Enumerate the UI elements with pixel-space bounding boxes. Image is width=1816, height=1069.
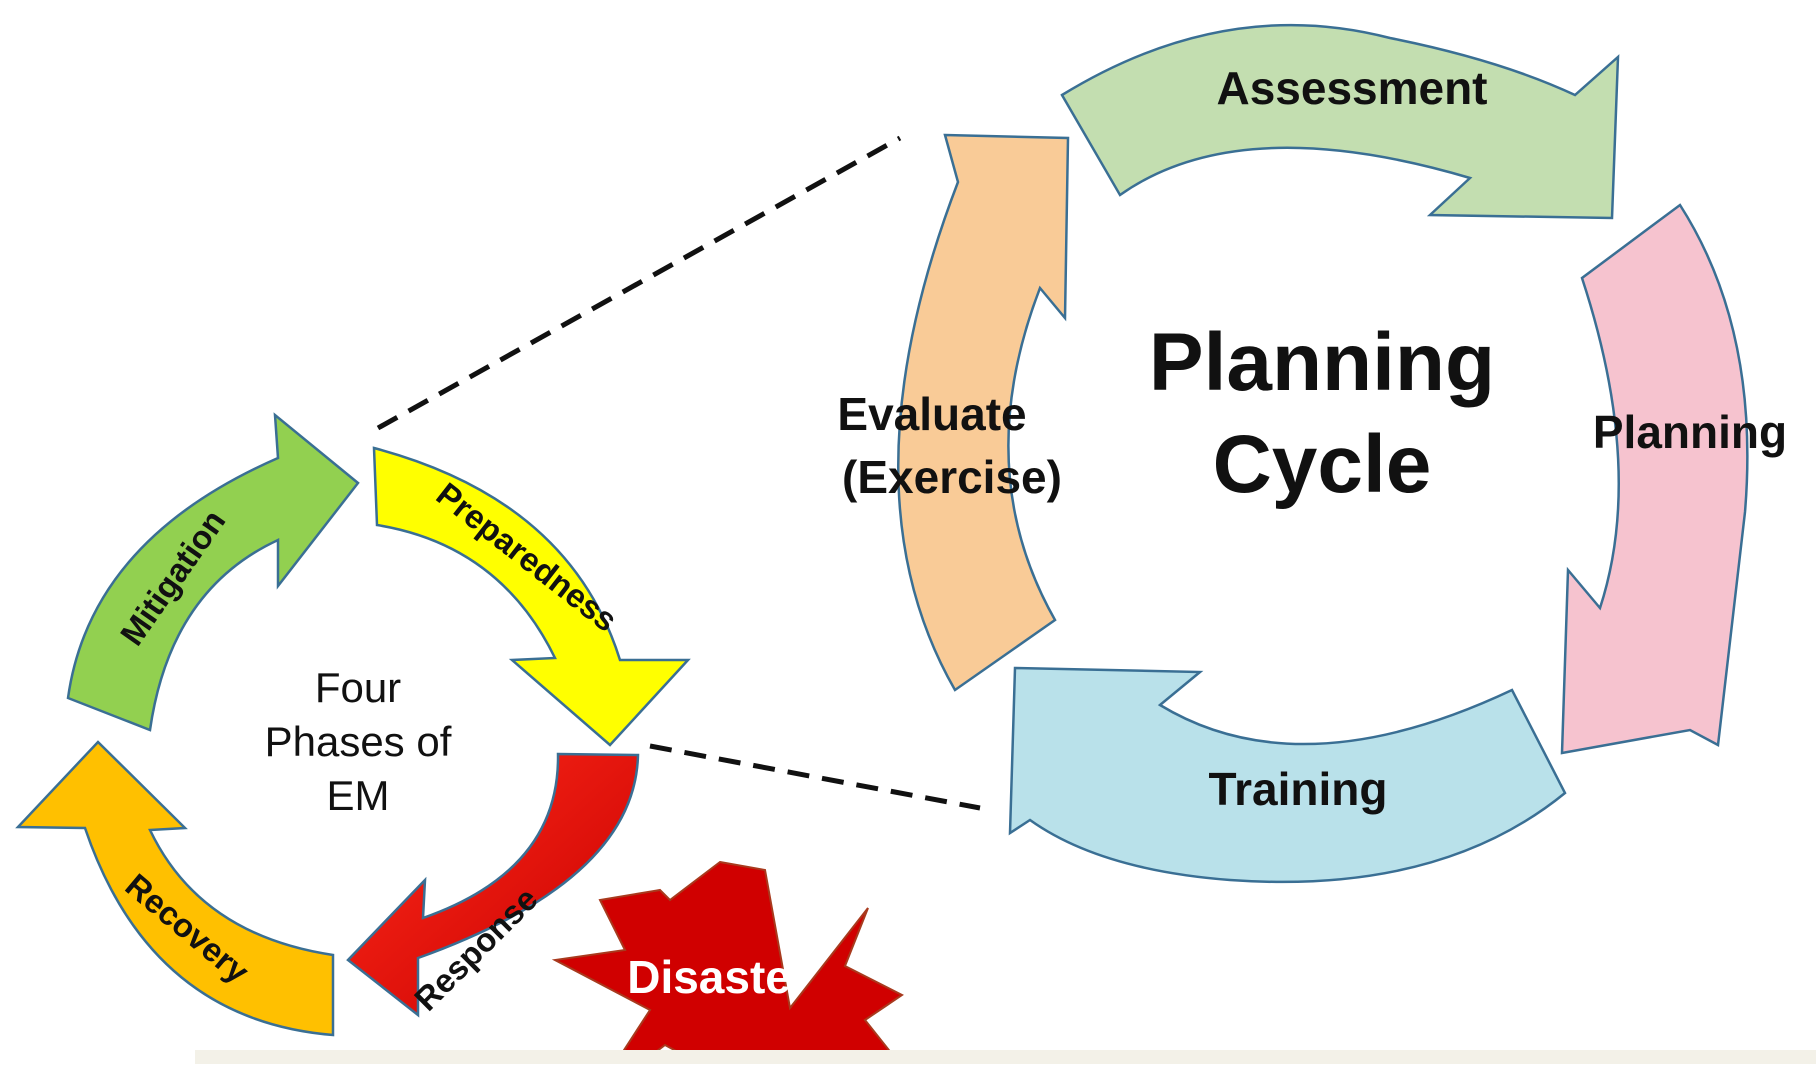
assessment-arrow bbox=[1060, 23, 1620, 220]
connector-line-bottom bbox=[649, 743, 981, 811]
planning-label: Planning bbox=[1593, 406, 1787, 458]
training-arrow bbox=[1008, 666, 1567, 884]
recovery-arrow bbox=[15, 740, 335, 1037]
planning-cycle-group bbox=[897, 23, 1749, 884]
assessment-label: Assessment bbox=[1216, 62, 1487, 114]
four-phases-center-line3: EM bbox=[327, 772, 390, 819]
footer-band bbox=[195, 1050, 1816, 1064]
evaluate-label-line2: (Exercise) bbox=[842, 451, 1062, 503]
four-phases-center-line2: Phases of bbox=[265, 718, 452, 765]
four-phases-center-line1: Four bbox=[315, 664, 401, 711]
evaluate-label-line1: Evaluate bbox=[837, 388, 1026, 440]
preparedness-arrow bbox=[372, 446, 691, 747]
planning-arrow bbox=[1560, 203, 1749, 755]
response-arrow bbox=[346, 752, 640, 1018]
mitigation-arrow bbox=[66, 412, 360, 732]
disaster-label: Disaster bbox=[627, 951, 809, 1003]
four-phases-group bbox=[15, 412, 691, 1037]
planning-cycle-title-line2: Cycle bbox=[1213, 419, 1432, 510]
training-label: Training bbox=[1209, 763, 1388, 815]
planning-cycle-title-line1: Planning bbox=[1149, 317, 1495, 408]
connector-line-top bbox=[376, 135, 902, 431]
evaluate-arrow bbox=[897, 133, 1070, 692]
